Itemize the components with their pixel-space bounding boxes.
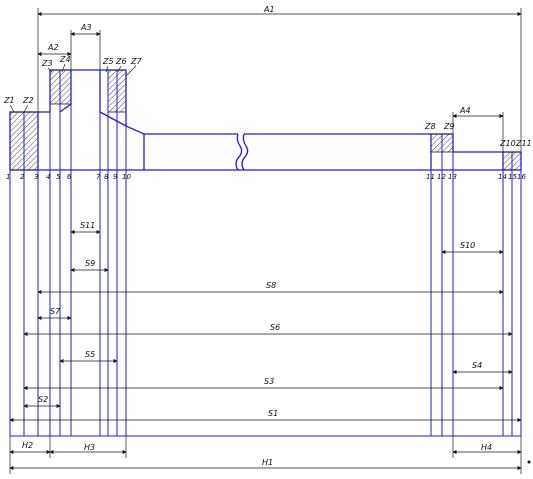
face-number: 16	[517, 173, 526, 181]
hatched-zones	[9, 69, 522, 171]
part-profile	[9, 69, 522, 171]
dim-h4-label: H4	[481, 443, 492, 452]
dim-s1-label: S1	[268, 409, 278, 418]
surface-label-z6: Z6	[115, 57, 127, 66]
face-number-labels: 1 2 3 4 5 6 7 8 9 10 11 12 13 14 15 16	[6, 173, 526, 181]
surface-label-z3: Z3	[41, 59, 53, 68]
dim-h1-label: H1	[262, 458, 273, 467]
dim-s3-label: S3	[264, 377, 274, 386]
surface-label-z9: Z9	[443, 122, 455, 131]
edge-mark	[527, 460, 531, 464]
face-number: 9	[113, 173, 118, 181]
surface-label-z8: Z8	[424, 122, 436, 131]
face-number: 5	[56, 173, 61, 181]
face-number: 12	[437, 173, 446, 181]
face-number: 10	[122, 173, 131, 181]
face-number: 11	[426, 173, 435, 181]
collar-chamfer-line	[99, 111, 127, 127]
dim-s11-label: S11	[80, 221, 95, 230]
dim-s5-label: S5	[85, 350, 95, 359]
surface-label-z4: Z4	[59, 55, 71, 64]
dim-s4-label: S4	[472, 361, 482, 370]
dim-s7-label: S7	[50, 307, 61, 316]
face-number: 1	[6, 173, 10, 181]
face-number: 6	[67, 173, 72, 181]
dim-s8-label: S8	[266, 281, 276, 290]
dim-a3-label: A3	[80, 23, 92, 32]
face-number: 4	[46, 173, 50, 181]
dim-s6-label: S6	[270, 323, 280, 332]
face-number: 3	[34, 173, 38, 181]
face-number: 15	[508, 173, 517, 181]
h-dimensions: H2 H3 H4 H1	[9, 436, 522, 474]
face-number: 2	[20, 173, 25, 181]
break-line	[235, 133, 243, 171]
dim-a2-label: A2	[47, 43, 59, 52]
dim-s2-label: S2	[38, 395, 48, 404]
dim-s9-label: S9	[85, 259, 95, 268]
dim-s10-label: S10	[460, 241, 475, 250]
surface-label-z1: Z1	[3, 96, 15, 105]
dim-a1-label: A1	[263, 5, 275, 14]
break-line-2	[241, 133, 249, 171]
face-number: 8	[104, 173, 109, 181]
surface-label-z10: Z10	[499, 139, 516, 148]
dim-h2-label: H2	[22, 441, 33, 450]
top-dimensions: A1 A3 A2 A4	[37, 5, 522, 152]
surface-labels: Z1 Z2 Z3 Z4 Z5 Z6 Z7 Z8 Z9 Z10 Z11	[3, 55, 532, 148]
surface-label-z5: Z5	[102, 57, 114, 66]
dim-h3-label: H3	[84, 443, 95, 452]
face-number: 7	[96, 173, 101, 181]
s-dimensions: S11 S10 S9 S8 S7 S6 S5 S4 S3 S2 S1	[9, 221, 522, 423]
surface-label-z2: Z2	[22, 96, 34, 105]
face-number: 13	[448, 173, 457, 181]
surface-label-z7: Z7	[130, 57, 142, 66]
dim-a4-label: A4	[459, 106, 471, 115]
face-number: 14	[498, 173, 507, 181]
surface-label-z11: Z11	[515, 139, 532, 148]
